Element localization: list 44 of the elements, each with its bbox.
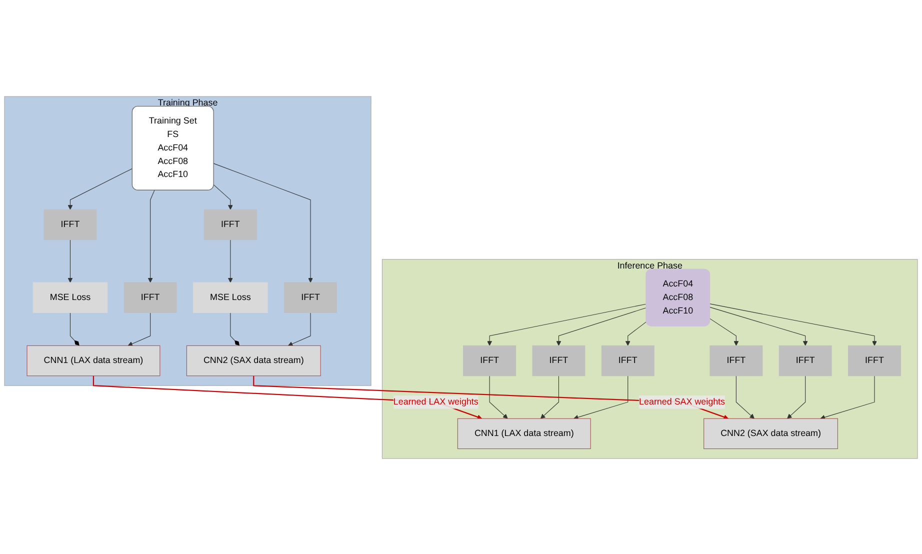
arrow bbox=[213, 162, 313, 282]
node-box: CNN1 (LAX data stream) bbox=[26, 344, 160, 376]
arrow bbox=[288, 312, 311, 346]
node-box: CNN1 (LAX data stream) bbox=[457, 418, 591, 449]
arrow bbox=[556, 307, 646, 346]
arrow bbox=[487, 303, 646, 346]
node-box: IFFT bbox=[848, 344, 901, 376]
arrow bbox=[148, 189, 155, 282]
connector bbox=[230, 312, 240, 346]
node-box: MSE Loss bbox=[32, 282, 108, 312]
node-box: IFFT bbox=[601, 344, 654, 376]
arrow bbox=[736, 375, 754, 418]
arrow bbox=[253, 375, 729, 419]
node-box: IFFT bbox=[463, 344, 516, 376]
edge-label: Learned LAX weights bbox=[393, 396, 478, 406]
node-box: IFFT bbox=[284, 282, 337, 312]
arrow bbox=[710, 303, 877, 346]
node-box: MSE Loss bbox=[193, 282, 268, 312]
arrow bbox=[710, 318, 739, 346]
node-box: CNN2 (SAX data stream) bbox=[704, 418, 838, 449]
arrow bbox=[128, 312, 151, 346]
arrow bbox=[787, 375, 806, 418]
node-box: IFFT bbox=[710, 344, 763, 376]
node-box: IFFT bbox=[778, 344, 832, 376]
node-box: IFFT bbox=[44, 208, 97, 240]
connector bbox=[70, 312, 80, 346]
node-box: CNN2 (SAX data stream) bbox=[186, 344, 321, 376]
node-box: AccF04 AccF08 AccF10 bbox=[646, 268, 710, 326]
arrow bbox=[820, 375, 875, 420]
node-box: IFFT bbox=[124, 282, 177, 312]
arrow bbox=[540, 375, 559, 418]
arrow bbox=[710, 306, 808, 346]
arrow bbox=[228, 239, 233, 282]
arrow bbox=[213, 184, 233, 210]
node-box: IFFT bbox=[532, 344, 586, 376]
node-box: Training Set FS AccF04 AccF08 AccF10 bbox=[132, 105, 214, 190]
edge-label: Learned SAX weights bbox=[639, 396, 726, 406]
arrow bbox=[92, 375, 482, 419]
arrow bbox=[625, 321, 646, 346]
arrow bbox=[573, 375, 628, 420]
node-box: IFFT bbox=[204, 208, 257, 240]
arrow bbox=[68, 239, 73, 282]
arrow bbox=[489, 375, 508, 418]
arrow bbox=[68, 168, 132, 210]
